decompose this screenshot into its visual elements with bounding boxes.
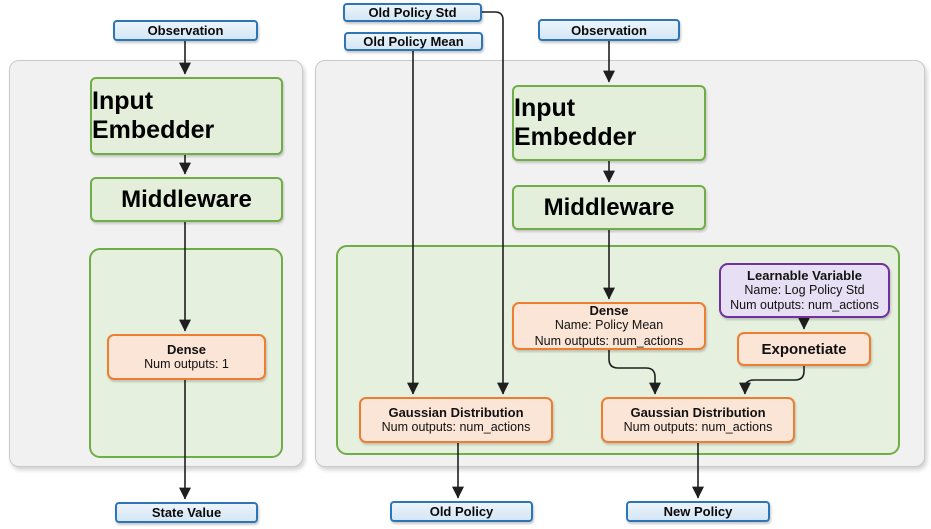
input-embedder-label-left: Input Embedder	[92, 87, 215, 144]
dense-title-left: Dense	[166, 341, 207, 357]
dense-node-right: Dense Name: Policy Mean Num outputs: num…	[512, 302, 706, 350]
exponetiate-label: Exponetiate	[761, 340, 847, 358]
observation-label-left: Observation	[147, 23, 224, 38]
observation-label-right: Observation	[571, 22, 647, 38]
gaussian-new-outputs: Num outputs: num_actions	[623, 419, 773, 434]
observation-node-left: Observation	[113, 20, 258, 41]
old-policy-label: Old Policy	[429, 504, 494, 519]
middleware-label-left: Middleware	[121, 185, 252, 213]
learnable-variable-outputs: Num outputs: num_actions	[730, 298, 879, 312]
middleware-label-right: Middleware	[543, 193, 675, 221]
learnable-variable-node: Learnable Variable Name: Log Policy Std …	[719, 263, 890, 318]
observation-node-right: Observation	[538, 19, 680, 41]
old-policy-mean-node: Old Policy Mean	[344, 32, 483, 51]
learnable-variable-title: Learnable Variable	[747, 267, 862, 283]
dense-outputs-right: Num outputs: num_actions	[534, 333, 684, 348]
learnable-variable-name: Name: Log Policy Std	[744, 282, 865, 297]
gaussian-distribution-old-node: Gaussian Distribution Num outputs: num_a…	[359, 397, 553, 443]
old-policy-mean-label: Old Policy Mean	[363, 34, 464, 49]
gaussian-distribution-new-node: Gaussian Distribution Num outputs: num_a…	[601, 397, 795, 443]
middleware-node-right: Middleware	[512, 185, 706, 230]
dense-name-right: Name: Policy Mean	[554, 318, 664, 332]
state-value-node: State Value	[115, 502, 258, 523]
gaussian-new-title: Gaussian Distribution	[630, 404, 766, 420]
middleware-node-left: Middleware	[90, 177, 283, 222]
input-embedder-label-right: Input Embedder	[514, 94, 637, 151]
dense-node-left: Dense Num outputs: 1	[107, 334, 266, 380]
exponetiate-node: Exponetiate	[737, 332, 871, 366]
dense-outputs-left: Num outputs: 1	[144, 356, 229, 371]
dense-title-right: Dense	[589, 303, 629, 318]
new-policy-node: New Policy	[626, 501, 770, 522]
gaussian-old-outputs: Num outputs: num_actions	[381, 419, 531, 434]
old-policy-std-label: Old Policy Std	[368, 5, 457, 20]
input-embedder-node-left: Input Embedder	[90, 77, 283, 155]
old-policy-std-node: Old Policy Std	[343, 3, 482, 22]
state-value-label: State Value	[151, 505, 222, 520]
old-policy-node: Old Policy	[390, 501, 533, 522]
input-embedder-node-right: Input Embedder	[512, 85, 706, 161]
new-policy-label: New Policy	[663, 504, 733, 519]
gaussian-old-title: Gaussian Distribution	[388, 404, 524, 420]
